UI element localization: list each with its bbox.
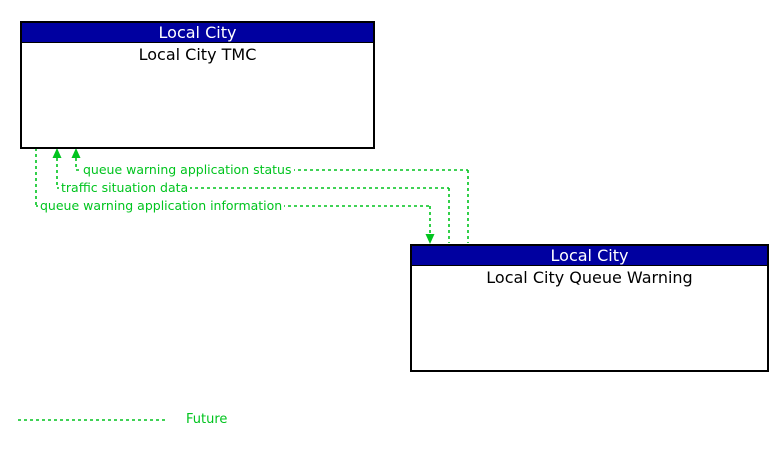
- arrow-up-icon: [52, 148, 62, 158]
- flow-label-queue-warning-application-information: queue warning application information: [38, 198, 285, 213]
- legend-future-label: Future: [186, 412, 228, 427]
- entity-box-local-city-queue-warning: Local City Local City Queue Warning: [410, 244, 769, 372]
- entity-group-header: Local City: [22, 23, 373, 43]
- entity-title: Local City Queue Warning: [486, 268, 693, 287]
- arrow-down-icon: [425, 234, 435, 244]
- entity-title: Local City TMC: [138, 45, 257, 64]
- flow-label-traffic-situation-data: traffic situation data: [59, 180, 191, 195]
- flow-label-queue-warning-application-status: queue warning application status: [81, 162, 294, 177]
- entity-group-header: Local City: [412, 246, 767, 266]
- arrow-up-icon: [71, 148, 81, 158]
- entity-box-local-city-tmc: Local City Local City TMC: [20, 21, 375, 149]
